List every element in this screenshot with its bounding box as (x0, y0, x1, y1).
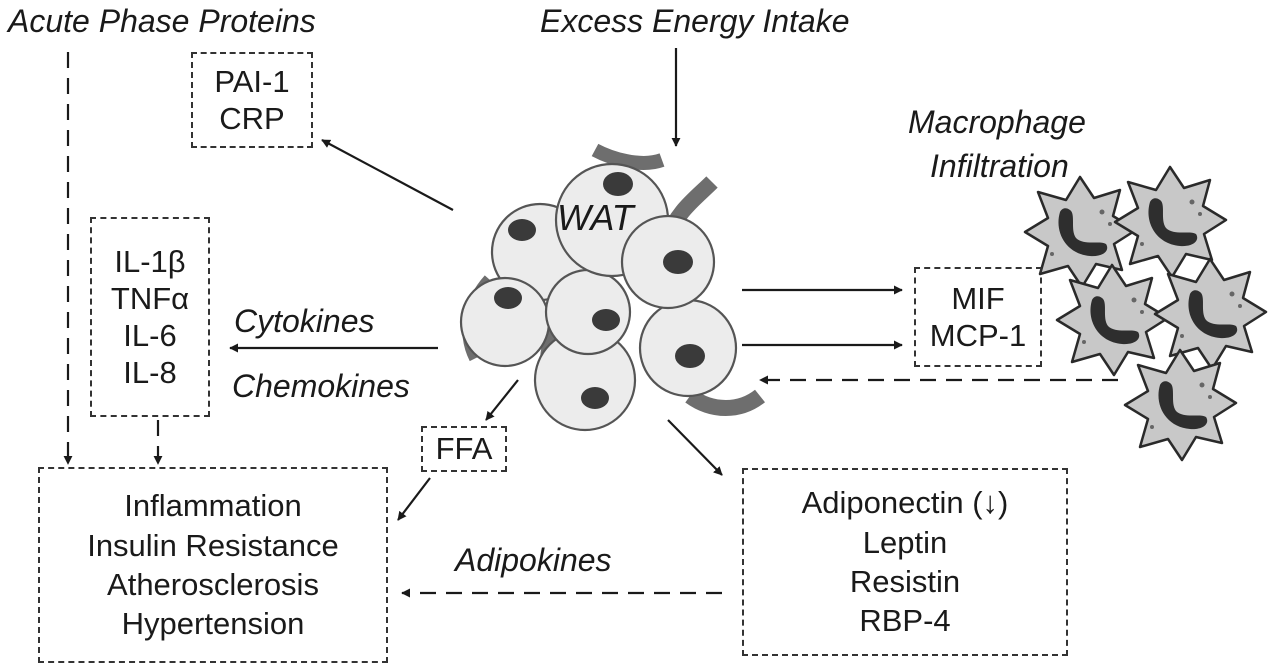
wat-cluster (459, 143, 765, 432)
arrow-wat-to-ffa (485, 379, 519, 421)
box-item: TNFα (110, 280, 190, 316)
arrow-ffa-to-outcomes (397, 477, 431, 521)
nucleus (592, 309, 620, 331)
box-item: CRP (219, 101, 285, 136)
box-item: Hypertension (121, 606, 305, 642)
box-item: Inflammation (124, 488, 302, 524)
chemokines-label: Chemokines (232, 368, 410, 404)
nucleus (494, 287, 522, 309)
macrophage-cell (1153, 257, 1268, 371)
vessel (685, 389, 765, 416)
box-item: IL-1β (114, 243, 186, 279)
box-item: Leptin (862, 524, 948, 560)
vessel (591, 143, 665, 170)
cytokine-box: IL-1β TNFα IL-6 IL-8 (90, 217, 210, 417)
box-item: IL-8 (123, 355, 177, 391)
nucleus (581, 387, 609, 409)
box-item: IL-6 (123, 318, 177, 353)
ffa-box: FFA (421, 426, 507, 472)
box-item: Adiponectin (↓) (801, 485, 1009, 521)
cytokines-label: Cytokines (234, 303, 375, 339)
box-item: Atherosclerosis (107, 567, 319, 602)
nucleus (603, 172, 633, 196)
arrow-wat-to-acute-box (321, 139, 454, 211)
acute-phase-label: Acute Phase Proteins (8, 3, 316, 39)
box-item: MCP-1 (929, 318, 1027, 353)
fat-cell (544, 268, 632, 356)
nucleus (675, 344, 705, 368)
adipokine-box: Adiponectin (↓) Leptin Resistin RBP-4 (742, 468, 1068, 656)
mif-box: MIF MCP-1 (914, 267, 1042, 367)
nucleus (508, 219, 536, 241)
box-item: Resistin (849, 564, 961, 599)
arrow-wat-to-adipokines (667, 419, 723, 476)
box-item: FFA (435, 431, 493, 467)
infiltration-label: Infiltration (930, 148, 1069, 184)
box-item: MIF (951, 280, 1005, 316)
wat-label: WAT (557, 197, 634, 238)
nucleus (663, 250, 693, 274)
macrophage-label: Macrophage (908, 104, 1086, 140)
adipokines-label: Adipokines (455, 542, 612, 578)
acute-protein-box: PAI-1 CRP (191, 52, 313, 148)
macrophage-cell (1123, 348, 1238, 462)
box-item: RBP-4 (859, 603, 951, 639)
box-item: Insulin Resistance (87, 527, 339, 563)
box-item: PAI-1 (214, 63, 290, 99)
excess-energy-label: Excess Energy Intake (540, 3, 850, 39)
macrophage-group (1023, 165, 1268, 462)
macrophage-cell (1055, 263, 1170, 377)
outcomes-box: Inflammation Insulin Resistance Atherosc… (38, 467, 388, 663)
